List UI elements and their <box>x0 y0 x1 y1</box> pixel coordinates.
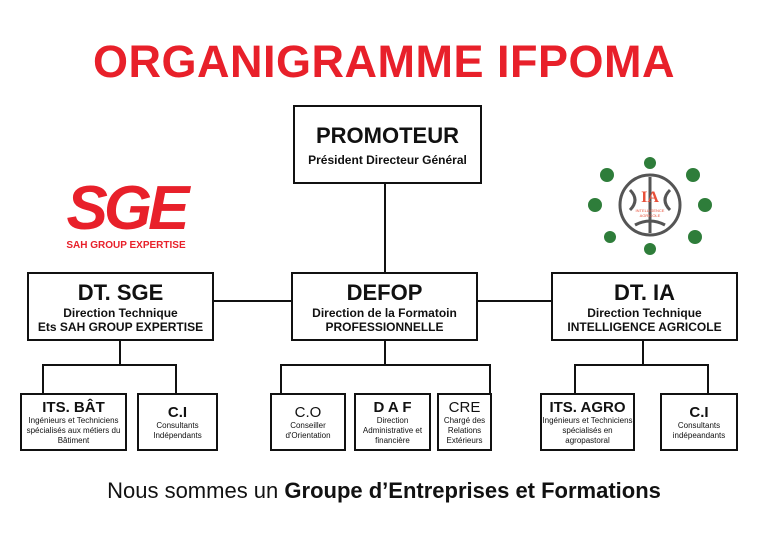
unit-desc: Chargé des Relations Extérieurs <box>443 415 486 445</box>
connector <box>477 300 551 302</box>
box-subtitle: Président Directeur Général <box>308 152 467 167</box>
unit-title: C.I <box>689 403 709 421</box>
dt-sge-box: DT. SGE Direction Technique Ets SAH GROU… <box>27 272 214 341</box>
defop-box: DEFOP Direction de la Formatoin PROFESSI… <box>291 272 478 341</box>
ia-logo-mark: IA <box>641 189 659 206</box>
box-line: Direction Technique <box>63 305 178 320</box>
ia-logo: IA INTELLIGENCE AGRICOLE <box>585 155 715 255</box>
box-line: PROFESSIONNELLE <box>325 319 444 334</box>
box-line: Direction Technique <box>587 305 702 320</box>
unit-desc: Consultants Indépendants <box>153 420 202 440</box>
unit-title: C.I <box>167 403 188 421</box>
connector <box>384 340 386 365</box>
tagline-normal: Nous sommes un <box>107 478 285 503</box>
box-line: INTELLIGENCE AGRICOLE <box>567 319 722 334</box>
box-title: DT. IA <box>613 279 676 305</box>
page-title: ORGANIGRAMME IFPOMA <box>93 36 675 87</box>
unit-title: D A F <box>373 398 412 416</box>
connector <box>42 364 177 366</box>
box-title: PROMOTEUR <box>316 122 459 148</box>
box-title: DEFOP <box>346 279 423 305</box>
brain-icon <box>588 157 712 255</box>
sge-logo: SGE SAH GROUP EXPERTISE <box>46 178 206 260</box>
connector <box>119 340 121 365</box>
box-line: Direction de la Formatoin <box>312 305 457 320</box>
unit-title: C.O <box>294 403 322 421</box>
unit-title: ITS. AGRO <box>549 398 626 416</box>
connector <box>280 364 282 393</box>
unit-desc: Direction Administrative et financière <box>362 415 423 445</box>
box-title: DT. SGE <box>77 279 164 305</box>
dt-ia-box: DT. IA Direction Technique INTELLIGENCE … <box>551 272 738 341</box>
connector <box>175 364 177 393</box>
unit-title: CRE <box>448 398 481 416</box>
connector <box>707 364 709 393</box>
unit-desc: Conseiller d'Orientation <box>285 420 331 440</box>
sge-logo-text: SAH GROUP EXPERTISE <box>66 240 186 251</box>
unit-desc: Ingénieurs et Techniciens spécialisés au… <box>26 415 121 445</box>
connector <box>574 364 576 393</box>
connector <box>574 364 709 366</box>
connector <box>642 340 644 365</box>
footer-tagline: Nous sommes un Groupe d’Entreprises et F… <box>0 478 768 504</box>
connector <box>384 183 386 272</box>
unit-desc: Ingénieurs et Techniciens spécialisés en… <box>542 415 633 445</box>
unit-desc: Consultants indépeandants <box>672 420 726 440</box>
tagline-bold: Groupe d’Entreprises et Formations <box>284 478 661 503</box>
connector <box>489 364 491 393</box>
connector <box>42 364 44 393</box>
connector <box>213 300 291 302</box>
promoteur-box: PROMOTEUR Président Directeur Général <box>293 105 482 184</box>
sge-logo-mark: SGE <box>66 174 190 243</box>
ia-logo-text: INTELLIGENCE AGRICOLE <box>635 208 665 218</box>
unit-title: ITS. BÂT <box>42 398 105 416</box>
connector <box>280 364 491 366</box>
box-line: Ets SAH GROUP EXPERTISE <box>37 319 204 334</box>
